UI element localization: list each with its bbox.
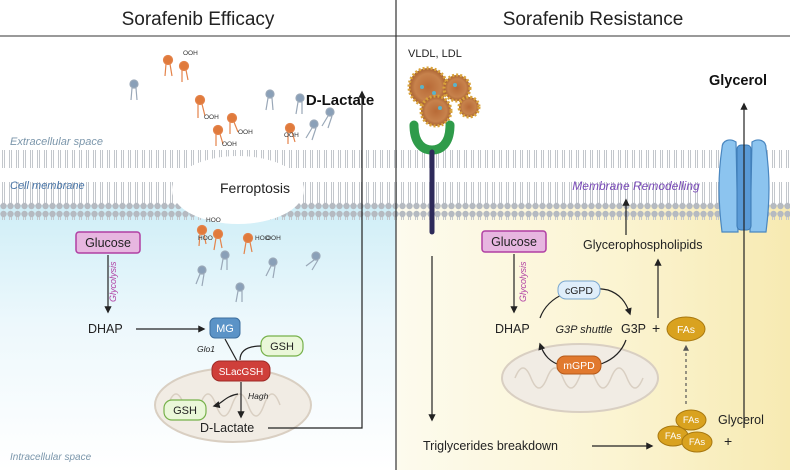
lipoprotein-particles [407, 66, 481, 128]
free-lipids [129, 79, 335, 303]
vldl-ldl-label: VLDL, LDL [408, 48, 462, 60]
right-intracellular-bg [396, 205, 790, 470]
fas-label-top: FAs [677, 324, 695, 336]
cell-membrane-label: Cell membrane [10, 180, 85, 192]
intracellular-label: Intracellular space [10, 452, 92, 463]
gsh-box-out [163, 399, 207, 421]
gsh-to-slacgsh-line [239, 345, 262, 361]
glycolysis-label-right: Glycolysis [518, 261, 528, 302]
fas-label-c2: FAs [665, 431, 682, 442]
mgpd-box [556, 355, 602, 375]
ooh-label: OOH [266, 235, 281, 242]
slacgsh-box [211, 360, 271, 382]
ooh-label: OOH [222, 141, 237, 148]
ooh-label: OOH [183, 50, 198, 57]
mg-label: MG [216, 323, 234, 335]
ferroptosis-pore [172, 156, 304, 224]
d-lactate-intracellular-label: D-Lactate [200, 421, 254, 435]
cgpd-box [557, 280, 601, 300]
d-lactate-extracellular-label: D-Lactate [306, 92, 374, 109]
hoo-label: HOO [255, 235, 270, 242]
gsh-label-out: GSH [173, 405, 197, 417]
glucose-box-right [481, 230, 547, 253]
plus-sign-2: + [724, 433, 732, 449]
ooh-label: OOH [204, 114, 219, 121]
hoo-label: HOO [198, 235, 213, 242]
glucose-label-left: Glucose [85, 236, 131, 250]
glo1-label: Glo1 [197, 344, 215, 354]
mgpd-label: mGPD [563, 360, 595, 372]
shuttle-arrow-top [539, 287, 632, 319]
g3p-label: G3P [621, 322, 646, 336]
d-lactate-export-arrow [268, 90, 366, 429]
hagh-label: Hagh [248, 391, 269, 401]
gsh-label-in: GSH [270, 341, 294, 353]
right-panel-title: Sorafenib Resistance [503, 9, 684, 30]
glucose-box-left [75, 231, 141, 254]
cell-membrane-bilayer [0, 150, 790, 220]
ooh-label: OOH [238, 129, 253, 136]
glycolysis-label-left: Glycolysis [108, 261, 118, 302]
cgpd-label: cGPD [565, 285, 593, 297]
fas-droplet-top [666, 316, 706, 342]
g3p-shuttle-label: G3P shuttle [555, 324, 612, 336]
tg-breakdown-label: Triglycerides breakdown [423, 439, 558, 453]
ldl-receptor [409, 120, 455, 235]
left-panel-title: Sorafenib Efficacy [122, 9, 275, 30]
plus-sign-1: + [652, 320, 660, 336]
fas-label-c3: FAs [689, 437, 706, 448]
gsh-release-arrow [212, 393, 239, 409]
mg-box [209, 317, 241, 339]
glucose-label-right: Glucose [491, 235, 537, 249]
glycerol-intracellular-label: Glycerol [718, 413, 764, 427]
mitochondrion-right [501, 343, 659, 413]
extracellular-label: Extracellular space [10, 136, 103, 148]
ferroptosis-label: Ferroptosis [220, 180, 290, 196]
dhap-label-right: DHAP [495, 322, 530, 336]
mg-to-slacgsh-line [224, 338, 238, 362]
ooh-label: OOH [284, 132, 299, 139]
dhap-label-left: DHAP [88, 322, 123, 336]
membrane-remodelling-label: Membrane Remodelling [572, 179, 700, 193]
hoo-label: HOO [206, 217, 221, 224]
fas-cluster: FAs FAs FAs [657, 409, 713, 453]
glycerophospholipids-label: Glycerophospholipids [583, 238, 703, 252]
glycerol-extracellular-label: Glycerol [709, 73, 767, 89]
fas-label-c1: FAs [683, 415, 700, 426]
slacgsh-label: SLacGSH [219, 367, 263, 378]
oxidized-lipids [162, 54, 296, 255]
